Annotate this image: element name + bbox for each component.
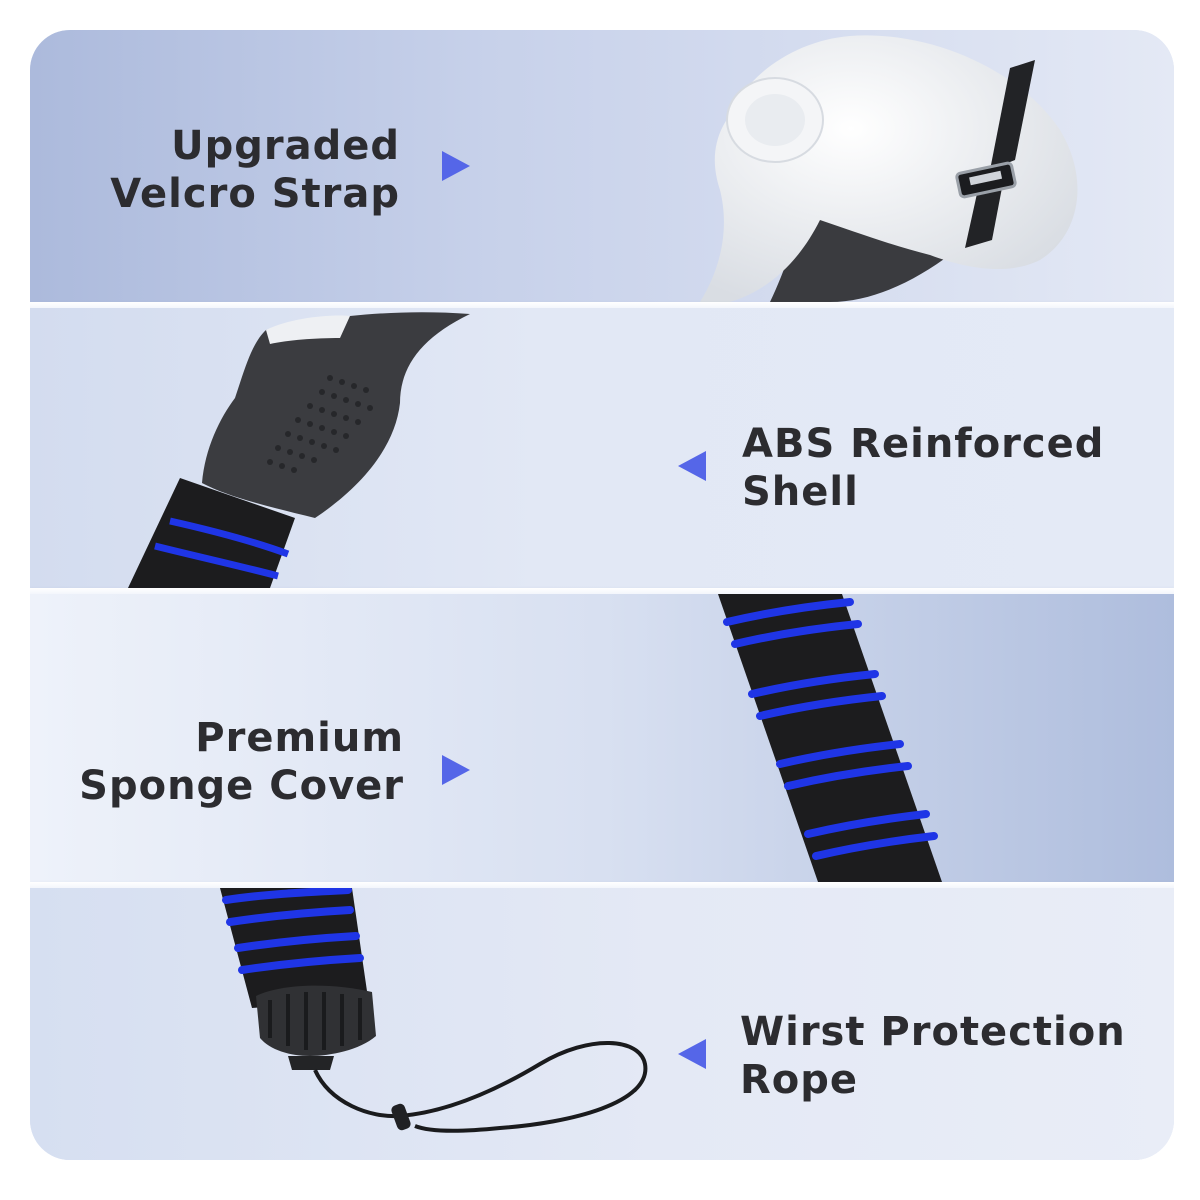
feature-label-velcro-strap: Upgraded Velcro Strap [110, 122, 400, 218]
divider [30, 302, 1174, 308]
feature-label-sponge-cover: Premium Sponge Cover [70, 714, 404, 810]
right-pointing-triangle-icon [442, 755, 470, 785]
right-pointing-triangle-icon [442, 151, 470, 181]
panel-sponge-cover: Premium Sponge Cover [30, 594, 1174, 882]
panel-abs-shell: ABS Reinforced Shell [30, 308, 1174, 588]
feature-label-abs-shell: ABS Reinforced Shell [742, 420, 1104, 516]
feature-card: Upgraded Velcro Strap [30, 30, 1174, 1160]
left-pointing-triangle-icon [678, 451, 706, 481]
feature-line-1: Wirst Protection [740, 1009, 1126, 1055]
feature-line-2: Velcro Strap [110, 171, 400, 217]
controller-shell-image [128, 312, 470, 588]
feature-line-1: Upgraded [171, 123, 400, 169]
sponge-handle-image [718, 594, 942, 882]
feature-line-2: Shell [742, 469, 859, 515]
divider [30, 882, 1174, 888]
feature-line-2: Sponge Cover [79, 763, 404, 809]
feature-label-wrist-rope: Wirst Protection Rope [740, 1008, 1126, 1104]
feature-line-2: Rope [740, 1057, 859, 1103]
controller-top-image [700, 35, 1078, 302]
wrist-rope-image [220, 888, 648, 1133]
feature-line-1: Premium [195, 715, 404, 761]
left-pointing-triangle-icon [678, 1039, 706, 1069]
divider [30, 588, 1174, 594]
feature-line-1: ABS Reinforced [742, 421, 1105, 467]
panel-wrist-rope: Wirst Protection Rope [30, 888, 1174, 1160]
panel-velcro-strap: Upgraded Velcro Strap [30, 30, 1174, 302]
